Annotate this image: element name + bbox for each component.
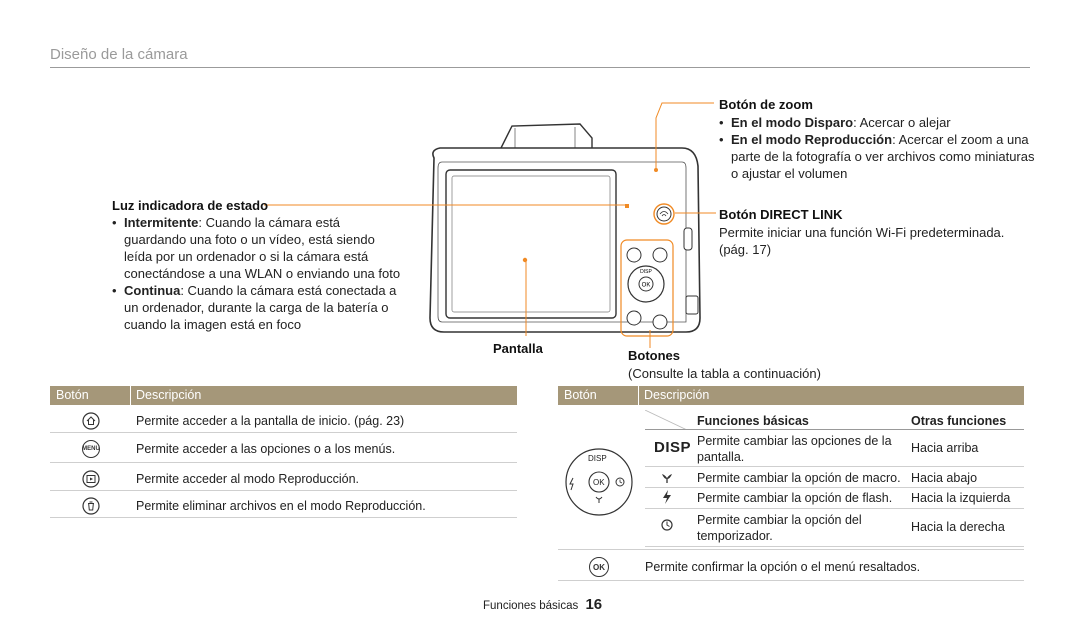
home-icon (82, 412, 100, 435)
right-row-4-basic: Permite cambiar la opción del temporizad… (697, 513, 862, 543)
dial-ok-label: OK (593, 478, 605, 487)
direct-link-line-2: (pág. 17) (719, 242, 772, 257)
direct-link-title: Botón DIRECT LINK (719, 207, 843, 222)
left-header-description: Descripción (136, 388, 202, 402)
zoom-title: Botón de zoom (719, 97, 813, 112)
disp-label: DISP (654, 439, 692, 456)
status-light-bullets: •Intermitente: Cuando la cámara está gua… (112, 215, 401, 332)
right-header-button: Botón (564, 388, 597, 402)
leader-line-status (264, 204, 628, 208)
leader-line-buttons (649, 330, 651, 348)
right-row-2-basic: Permite cambiar la opción de macro. (697, 471, 901, 485)
left-table-header: Botón Descripción (50, 386, 517, 405)
dial-disp-label: DISP (588, 454, 607, 463)
zoom-bullets: •En el modo Disparo: Acercar o alejar •E… (719, 115, 1035, 181)
nav-dial (563, 446, 635, 523)
right-row-3-other: Hacia la izquierda (911, 491, 1011, 505)
screen (445, 169, 617, 319)
flash-icon (661, 490, 673, 509)
right-row-1-other: Hacia arriba (911, 441, 979, 455)
right-header-description: Descripción (644, 388, 710, 402)
right-row-1-basic: Permite cambiar las opciones de la panta… (697, 434, 892, 464)
status-light-title: Luz indicadora de estado (112, 198, 269, 213)
page-number: 16 (585, 596, 603, 613)
timer-icon (660, 518, 674, 537)
left-row-3-desc: Permite acceder al modo Reproducción. (136, 472, 360, 486)
diagonal-line (645, 410, 687, 430)
leader-lines-right (654, 102, 716, 214)
subheader-other: Otras funciones (911, 414, 1007, 428)
leader-line-screen (525, 261, 527, 336)
right-row-3-basic: Permite cambiar la opción de flash. (697, 491, 893, 505)
menu-icon: MENU (82, 440, 100, 458)
ok-icon: OK (589, 557, 609, 577)
left-header-button: Botón (56, 388, 89, 402)
ok-row-desc: Permite confirmar la opción o el menú re… (645, 560, 921, 574)
left-row-4-desc: Permite eliminar archivos en el modo Rep… (136, 499, 426, 513)
macro-icon (660, 470, 674, 489)
footer: Funciones básicas 16 (483, 596, 602, 613)
buttons-panel (620, 239, 674, 337)
section-title: Diseño de la cámara (50, 46, 188, 63)
buttons-label: Botones (628, 348, 680, 363)
svg-text:DISP: DISP (640, 269, 652, 275)
svg-text:OK: OK (642, 283, 651, 289)
left-row-2-desc: Permite acceder a las opciones o a los m… (136, 442, 396, 456)
subheader-basic: Funciones básicas (697, 414, 809, 428)
left-row-1-desc: Permite acceder a la pantalla de inicio.… (136, 414, 405, 428)
screen-label: Pantalla (493, 341, 543, 356)
camera-illustration: OK DISP (429, 123, 701, 337)
trash-icon (82, 497, 100, 520)
right-row-4-other: Hacia la derecha (911, 520, 1005, 534)
right-row-2-other: Hacia abajo (911, 471, 978, 485)
playback-icon (82, 470, 100, 493)
direct-link-line-1: Permite iniciar una función Wi-Fi predet… (719, 225, 1005, 240)
buttons-note: (Consulte la tabla a continuación) (628, 366, 821, 381)
right-table-header: Botón Descripción (558, 386, 1024, 405)
title-rule (50, 67, 1030, 68)
footer-label: Funciones básicas (483, 600, 579, 612)
